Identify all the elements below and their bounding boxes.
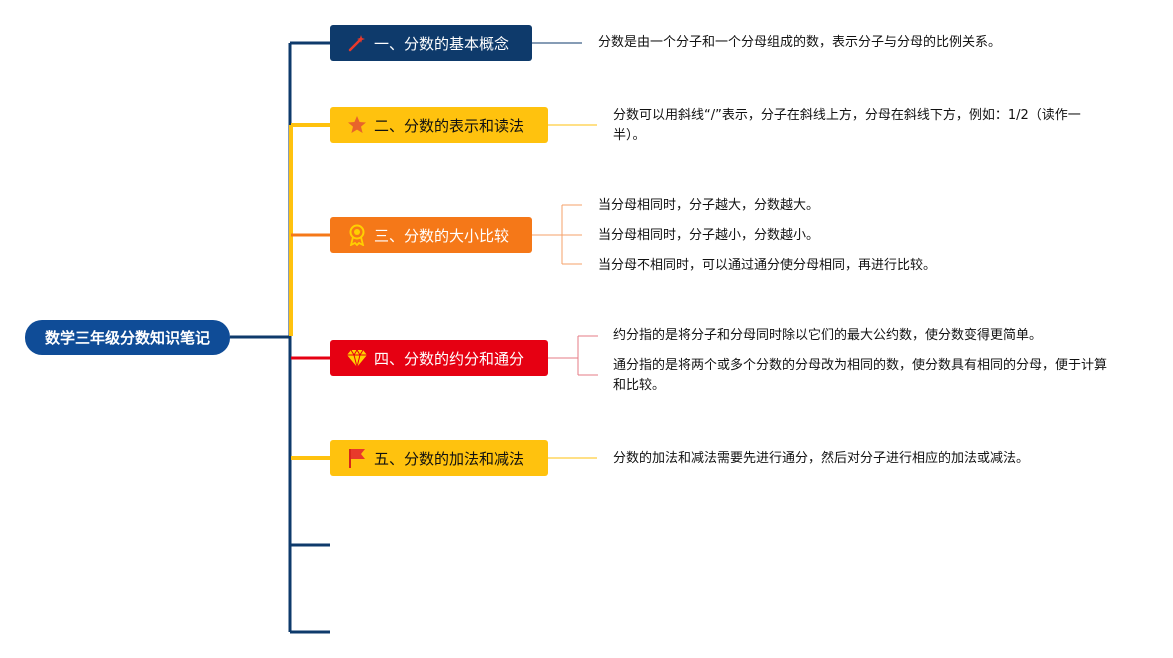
star-icon [346,114,368,136]
spine-line [230,41,330,634]
note-add-subtract: 分数的加法和减法需要先进行通分，然后对分子进行相应的加法或减法。 [613,451,1030,466]
topic-simplify-common[interactable]: 四、分数的约分和通分 [330,340,548,376]
diamond-icon [346,347,368,369]
topic-label: 二、分数的表示和读法 [374,116,525,135]
topic-label: 四、分数的约分和通分 [374,349,525,368]
note-comparison-1: 当分母相同时，分子越大，分数越大。 [598,198,820,213]
root-topic[interactable]: 数学三年级分数知识笔记 [25,320,230,355]
flag-icon [346,447,368,469]
note-common-denominator: 通分指的是将两个或多个分数的分母改为相同的数，使分数具有相同的分母，便于计算和比… [613,358,1108,393]
root-title: 数学三年级分数知识笔记 [44,329,210,347]
topic-basic-concept[interactable]: 一、分数的基本概念 [330,25,532,61]
topic-representation[interactable]: 二、分数的表示和读法 [330,107,548,143]
topic-label: 五、分数的加法和减法 [374,449,525,468]
topic-add-subtract[interactable]: 五、分数的加法和减法 [330,440,548,476]
note-comparison-2: 当分母相同时，分子越小，分数越小。 [598,228,820,243]
note-simplify: 约分指的是将分子和分母同时除以它们的最大公约数，使分数变得更简单。 [613,328,1043,343]
topic-label: 三、分数的大小比较 [374,226,510,245]
magic-wand-icon [346,32,368,54]
note-line-4 [548,335,598,376]
topic-label: 一、分数的基本概念 [374,34,510,53]
note-line-3 [532,204,582,265]
topic-comparison[interactable]: 三、分数的大小比较 [330,217,532,253]
award-icon [346,224,368,246]
note-comparison-3: 当分母不相同时，可以通过通分使分母相同，再进行比较。 [598,258,937,273]
note-representation: 分数可以用斜线“/”表示，分子在斜线上方，分母在斜线下方，例如：1/2（读作一半… [613,108,1081,143]
note-basic-concept: 分数是由一个分子和一个分母组成的数，表示分子与分母的比例关系。 [598,35,1002,50]
